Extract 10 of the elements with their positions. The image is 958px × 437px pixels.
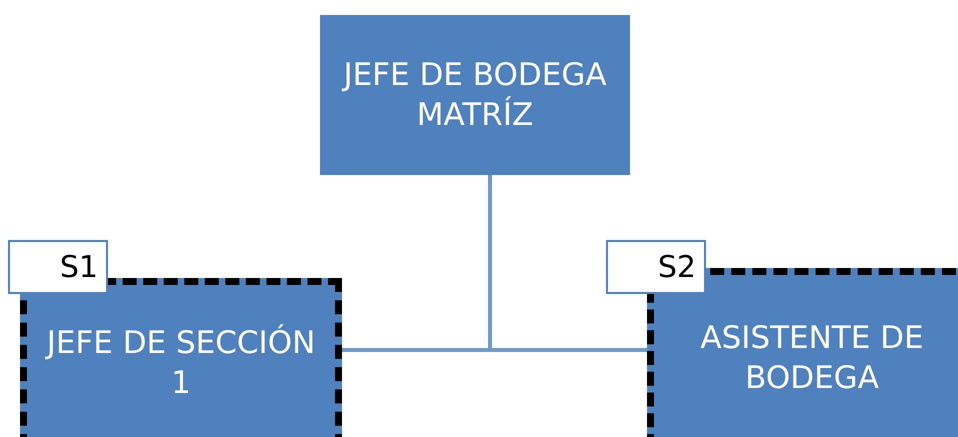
position-title: JEFE DE BODEGA MATRÍZ bbox=[340, 56, 608, 135]
tag-label: S1 bbox=[60, 250, 98, 284]
tag-label: S2 bbox=[658, 250, 696, 284]
position-box bbox=[320, 15, 630, 175]
position-title: ASISTENTE DE BODEGA bbox=[699, 318, 925, 398]
tag-box bbox=[606, 240, 706, 294]
tag-box bbox=[8, 240, 108, 294]
connector-line bbox=[488, 175, 647, 352]
position-box bbox=[20, 278, 342, 437]
position-title: JEFE DE SECCIÓN 1 bbox=[44, 323, 316, 403]
